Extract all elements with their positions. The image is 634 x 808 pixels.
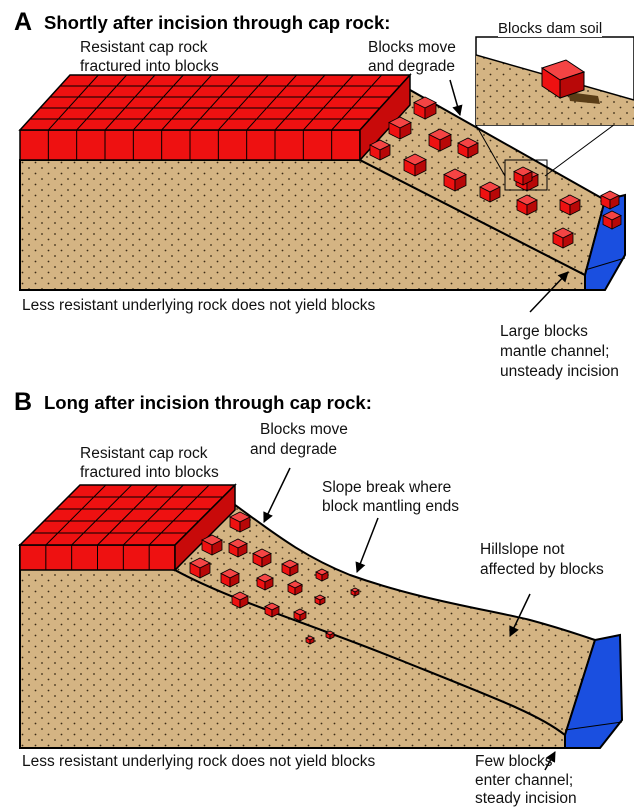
panel-b-channel-label-3: steady incision (475, 789, 577, 808)
panel-b-channel-label-2: enter channel; (475, 771, 573, 790)
panel-a-inset-title: Blocks dam soil (498, 20, 602, 37)
panel-b-title: Long after incision through cap rock: (44, 392, 372, 414)
panel-b-underlying-label: Less resistant underlying rock does not … (22, 752, 375, 771)
panel-b-hillslope-label-2: affected by blocks (480, 560, 604, 579)
panel-a-blocks-arrow (450, 80, 460, 115)
panel-b-cap-rock-label-2: fractured into blocks (80, 463, 219, 482)
panel-b-cap-rock-label-1: Resistant cap rock (80, 444, 208, 463)
slope-block (232, 592, 248, 608)
slope-block (265, 603, 279, 617)
panel-b-slope-break-label-2: block mantling ends (322, 497, 459, 516)
slope-block (326, 631, 334, 639)
panel-a-blocks-move-label-1: Blocks move (368, 38, 456, 57)
panel-b-channel-label-1: Few blocks (475, 752, 553, 771)
panel-b-block (20, 485, 622, 748)
panel-a-channel-label-3: unsteady incision (500, 362, 619, 381)
panel-a-channel-label-2: mantle channel; (500, 342, 609, 361)
slope-block (288, 581, 302, 595)
panel-a-title: Shortly after incision through cap rock: (44, 12, 390, 34)
panel-a-channel-label-1: Large blocks (500, 322, 588, 341)
slope-block (257, 574, 273, 590)
panel-b-slope-break-arrow (357, 518, 378, 572)
slope-block (315, 595, 325, 605)
panel-a-cap-rock-label-1: Resistant cap rock (80, 38, 208, 57)
slope-block (316, 569, 328, 581)
panel-a-letter: A (14, 8, 32, 37)
slope-block (282, 560, 298, 576)
panel-a-cap-rock-label-2: fractured into blocks (80, 57, 219, 76)
slope-block (351, 588, 359, 596)
panel-b-slope-break-label-1: Slope break where (322, 478, 451, 497)
panel-b-letter: B (14, 388, 32, 417)
panel-a-underlying-label: Less resistant underlying rock does not … (22, 296, 375, 315)
panel-a-inset (476, 37, 634, 125)
panel-a-blocks-move-label-2: and degrade (368, 57, 455, 76)
panel-b-blocks-arrow (264, 468, 290, 522)
panel-b-blocks-move-label-1: Blocks move (260, 420, 348, 439)
slope-block (306, 636, 314, 644)
panel-b-blocks-move-label-2: and degrade (250, 440, 337, 459)
panel-b-hillslope-label-1: Hillslope not (480, 540, 564, 559)
slope-block (294, 609, 306, 621)
